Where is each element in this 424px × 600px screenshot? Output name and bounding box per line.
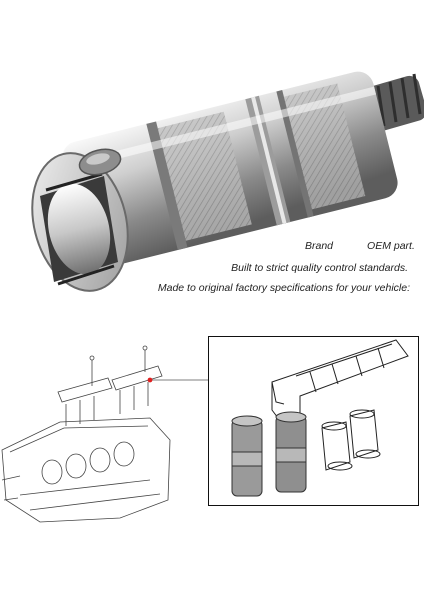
quality-line: Built to strict quality control standard…	[231, 262, 408, 274]
lifter-pair-shaded	[231, 411, 307, 497]
oem-label: OEM part.	[367, 240, 415, 252]
roller-wheel	[40, 172, 118, 286]
detail-callout-box	[208, 336, 419, 506]
spec-line: Made to original factory specifications …	[157, 282, 410, 294]
brand-line: Brand OEM part.	[305, 240, 415, 252]
engine-block-sketch	[1, 417, 171, 523]
knurled-band-rear	[283, 83, 366, 210]
lifter-guide-detail	[271, 339, 409, 427]
knurled-band	[157, 111, 252, 241]
engine-diagram	[1, 339, 409, 523]
callout-marker	[147, 377, 153, 383]
lifter-guide-sketch	[57, 345, 163, 426]
lifter-pair-outline	[321, 409, 381, 471]
lifter-photo	[31, 71, 424, 292]
brand-label: Brand	[305, 240, 334, 252]
